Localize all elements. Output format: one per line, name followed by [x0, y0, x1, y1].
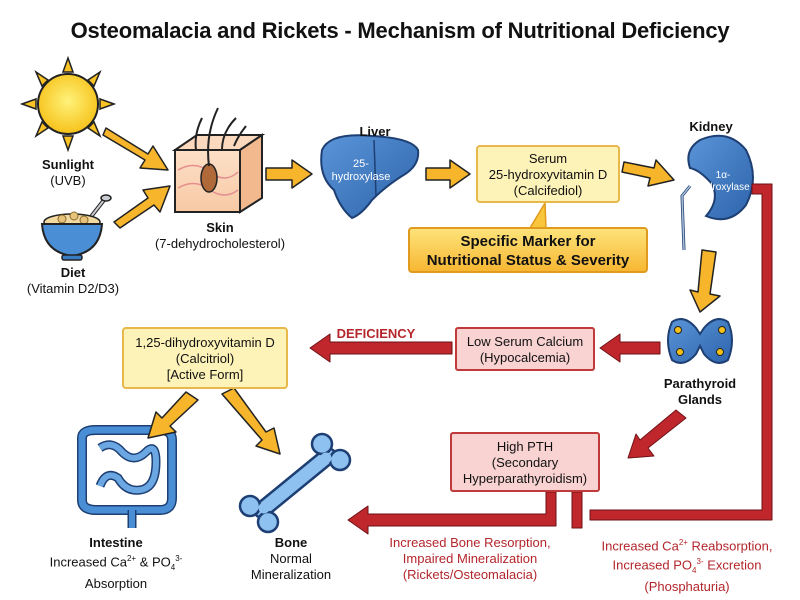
- intestine-text-a: Increased Ca: [49, 554, 127, 570]
- marker-callout-pointer: [528, 200, 547, 229]
- parathyroid-label: Parathyroid Glands: [650, 376, 750, 408]
- arrow-diet-to-skin: [113, 185, 171, 229]
- bone-label: Bone Normal Mineralization: [236, 535, 346, 583]
- intestine-text-b: & PO: [136, 554, 171, 570]
- marker-line1: Specific Marker for: [460, 233, 596, 250]
- calcifediol-line1: Serum: [528, 151, 568, 166]
- renal-text-d: Excretion: [703, 557, 762, 573]
- kidney-icon: [680, 134, 754, 251]
- bone-effect-line3: (Rickets/Osteomalacia): [402, 567, 538, 582]
- arrow-high-pth-to-bone: [347, 491, 557, 535]
- liver-enzyme-line1: 25-: [353, 158, 369, 170]
- arrow-calcifediol-to-kidney: [621, 159, 675, 187]
- diagram-title: Osteomalacia and Rickets - Mechanism of …: [70, 18, 730, 43]
- calcifediol-line3: (Calcifediol): [513, 183, 583, 198]
- arrow-liver-to-calcifediol: [425, 159, 471, 189]
- calcitriol-line1: 1,25-dihydroxyvitamin D: [135, 335, 275, 350]
- sunlight-name: Sunlight: [42, 157, 94, 172]
- liver-icon: [320, 134, 420, 220]
- arrow-low-calcium-to-calcitriol: [309, 333, 453, 363]
- renal-sup-a: 2+: [678, 538, 688, 547]
- arrow-kidney-loop: [589, 183, 773, 521]
- sunlight-sub: (UVB): [50, 173, 86, 188]
- parathyroid-icon: [667, 318, 733, 364]
- bone-effect-line1: Increased Bone Resorption,: [389, 535, 551, 550]
- red-arrows: [309, 183, 773, 535]
- arrow-sun-to-skin: [102, 127, 169, 171]
- renal-sub-a: 4: [692, 566, 697, 576]
- bone-effect-text: Increased Bone Resorption, Impaired Mine…: [380, 535, 560, 583]
- renal-text-b: Reabsorption,: [687, 538, 773, 554]
- renal-effect-line2: Increased PO43- Excretion: [582, 554, 792, 579]
- calcitriol-box: 1,25-dihydroxyvitamin D (Calcitriol) [Ac…: [122, 327, 288, 389]
- bone-line2: Normal: [270, 551, 312, 566]
- yellow-arrows: [102, 127, 721, 455]
- renal-text-c: Increased PO: [612, 557, 693, 573]
- arrow-high-pth-to-renal: [571, 491, 583, 529]
- sun-icon: [19, 55, 117, 153]
- bone-line3: Mineralization: [250, 567, 332, 582]
- renal-effect-text: Increased Ca2+ Reabsorption, Increased P…: [582, 535, 792, 595]
- intestine-effect-line1: Increased Ca2+ & PO43-: [36, 551, 196, 576]
- marker-line2: Nutritional Status & Severity: [426, 252, 630, 269]
- skin-icon: [171, 107, 266, 214]
- diet-sub: (Vitamin D2/D3): [26, 281, 120, 296]
- high-pth-line2: (Secondary: [491, 455, 559, 470]
- calcifediol-box: Serum 25-hydroxyvitamin D (Calcifediol): [476, 145, 620, 203]
- liver-enzyme-line2: hydroxylase: [331, 171, 391, 183]
- bowl-icon: [40, 194, 112, 261]
- liver-enzyme: 25- hydroxylase: [320, 158, 402, 184]
- renal-effect-line3: (Phosphaturia): [644, 579, 730, 595]
- arrow-kidney-to-parathyroid: [689, 249, 721, 313]
- high-pth-box: High PTH (Secondary Hyperparathyroidism): [450, 432, 600, 492]
- arrow-calcitriol-to-bone: [221, 387, 281, 455]
- calcitriol-line2: (Calcitriol): [175, 351, 235, 366]
- calcitriol-line3: [Active Form]: [166, 367, 244, 382]
- skin-sub: (7-dehydrocholesterol): [154, 236, 286, 251]
- kidney-enzyme: 1α- hydroxylase: [688, 170, 758, 194]
- deficiency-label: DEFICIENCY: [336, 326, 416, 341]
- arrow-calcitriol-to-intestine: [147, 391, 199, 439]
- parathyroid-line1: Parathyroid: [663, 376, 737, 391]
- kidney-label: Kidney: [689, 119, 733, 134]
- high-pth-line3: Hyperparathyroidism): [462, 471, 588, 486]
- intestine-effect-line2: Absorption: [84, 575, 148, 591]
- kidney-enzyme-line2: hydroxylase: [696, 182, 750, 193]
- arrow-skin-to-liver: [265, 159, 313, 189]
- intestine-icon: [77, 425, 177, 528]
- intestine-label: Intestine Increased Ca2+ & PO43- Absorpt…: [36, 535, 196, 592]
- bone-name: Bone: [274, 535, 308, 550]
- intestine-name: Intestine: [89, 535, 143, 550]
- diet-label: Diet (Vitamin D2/D3): [8, 265, 138, 297]
- intestine-sup-a: 2+: [126, 554, 137, 563]
- calcifediol-line2: 25-hydroxyvitamin D: [488, 167, 608, 182]
- low-calcium-line2: (Hypocalcemia): [479, 350, 571, 365]
- kidney-enzyme-line1: 1α-: [715, 170, 731, 181]
- renal-effect-line1: Increased Ca2+ Reabsorption,: [582, 535, 792, 554]
- bone-effect-line2: Impaired Mineralization: [402, 551, 538, 566]
- bone-icon: [238, 432, 352, 534]
- arrow-parathyroid-to-low-calcium: [599, 333, 661, 363]
- intestine-sub-a: 4: [170, 562, 176, 572]
- specific-marker-callout: Specific Marker for Nutritional Status &…: [408, 227, 648, 273]
- skin-name: Skin: [206, 220, 234, 235]
- renal-text-a: Increased Ca: [601, 538, 679, 554]
- renal-sup-b: 3-: [696, 557, 704, 567]
- skin-label: Skin (7-dehydrocholesterol): [140, 220, 300, 252]
- high-pth-line1: High PTH: [496, 439, 554, 454]
- sunlight-label: Sunlight (UVB): [20, 157, 116, 189]
- low-serum-calcium-box: Low Serum Calcium (Hypocalcemia): [455, 327, 595, 371]
- low-calcium-line1: Low Serum Calcium: [466, 334, 584, 349]
- diet-name: Diet: [60, 265, 86, 280]
- arrow-parathyroid-to-high-pth: [627, 409, 687, 459]
- liver-label: Liver: [359, 124, 391, 139]
- intestine-sup-b: 3-: [175, 554, 183, 563]
- parathyroid-line2: Glands: [677, 392, 723, 407]
